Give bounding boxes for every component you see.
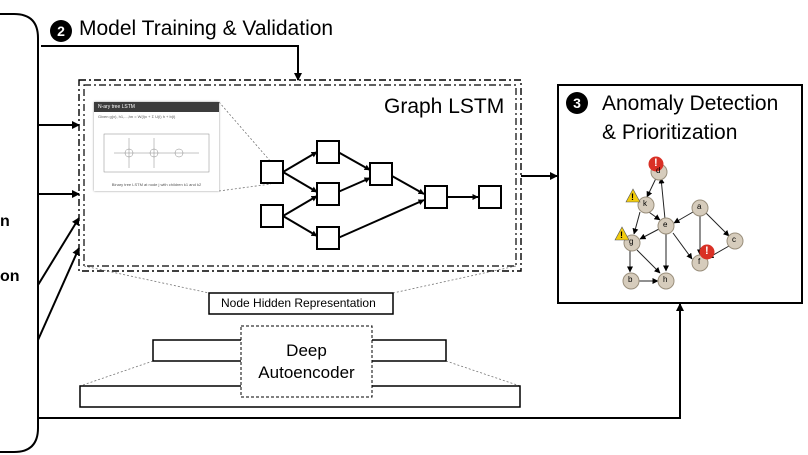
step2-title: Model Training & Validation xyxy=(79,17,334,40)
thumbnail-cell-diagram xyxy=(103,133,210,173)
warning-icon xyxy=(614,226,630,241)
zoom-line-top xyxy=(218,101,272,163)
warning-mark: ! xyxy=(620,230,623,240)
zoom-line-bottom xyxy=(218,183,272,192)
node-label-b: b xyxy=(628,275,633,284)
critical-alert-mark: ! xyxy=(705,245,709,257)
warning-mark: ! xyxy=(631,192,634,202)
critical-alert-icon xyxy=(648,156,664,172)
step3-title-line1: Anomaly Detection xyxy=(602,92,779,115)
graph-node-e xyxy=(657,217,675,235)
graph-lstm-box-outer xyxy=(78,79,522,272)
step3-title-line2: & Prioritization xyxy=(602,121,738,144)
graph-lstm-box-inner xyxy=(83,84,517,267)
graph-node-c xyxy=(726,232,744,250)
node-label-e: e xyxy=(663,220,668,229)
lstm-cell xyxy=(316,140,340,164)
lstm-cell xyxy=(316,226,340,250)
thumbnail-equation: Given g(x), h1,...,hn = W(i)x + Σ U(i) h… xyxy=(98,114,176,119)
autoencoder-box xyxy=(240,325,373,398)
lstm-edge xyxy=(337,151,371,171)
input-panel-box xyxy=(0,13,39,453)
lstm-cell xyxy=(369,162,393,186)
projection-line xyxy=(392,265,517,294)
lstm-edge xyxy=(337,199,425,239)
graph-edge xyxy=(636,249,661,274)
autoencoder-to-anomaly-arrow xyxy=(38,303,684,419)
graph-edge xyxy=(639,228,660,240)
lstm-cell xyxy=(316,182,340,206)
training-arrow xyxy=(41,45,302,81)
graph-node-b xyxy=(622,272,640,290)
graph-node-f xyxy=(691,254,709,272)
step3-badge: 3 xyxy=(566,92,588,114)
graph-node-a xyxy=(691,199,709,217)
lstm-edge xyxy=(282,171,318,193)
node-label-f: f xyxy=(698,257,701,266)
cut-off-label-1: n xyxy=(0,213,10,230)
cut-off-label-2: on xyxy=(0,268,20,285)
node-label-a: a xyxy=(697,202,702,211)
critical-alert-icon xyxy=(699,244,715,260)
lstm-cell xyxy=(260,204,284,228)
node-label-d: d xyxy=(656,166,661,175)
hidden-representation-bar xyxy=(208,292,394,315)
autoencoder-label-line2: Autoencoder xyxy=(258,363,355,382)
critical-alert-mark: ! xyxy=(654,157,658,169)
graph-node-k xyxy=(637,196,655,214)
autoencoder-label-line1: Deep xyxy=(286,341,327,360)
thumbnail-caption: Binary tree LSTM at node j with children… xyxy=(111,182,202,187)
input-arrow-4 xyxy=(37,247,80,341)
lstm-network xyxy=(260,140,502,250)
graph-lstm-title: Graph LSTM xyxy=(384,95,505,118)
node-label-g: g xyxy=(629,237,634,246)
lstm-cell xyxy=(424,185,448,209)
projection-line xyxy=(83,265,210,294)
warning-icon xyxy=(625,188,641,203)
graph-edge xyxy=(673,211,694,224)
node-label-k: k xyxy=(643,199,647,208)
graph-edge xyxy=(705,212,730,237)
step2-badge: 2 xyxy=(50,20,72,42)
lstm-edge xyxy=(282,215,318,237)
node-label-c: c xyxy=(732,235,736,244)
node-hidden-representation-label: Node Hidden Representation xyxy=(221,296,376,310)
anomaly-detection-box xyxy=(557,84,803,304)
node-label-h: h xyxy=(663,275,668,284)
lstm-edge xyxy=(282,195,318,217)
projection-line xyxy=(445,360,521,387)
lstm-edge xyxy=(337,177,371,193)
graph-node-h xyxy=(657,272,675,290)
lstm-cell xyxy=(260,160,284,184)
graph-edge xyxy=(672,232,693,260)
input-arrow-3 xyxy=(37,217,80,286)
lstm-formula-thumbnail: N-ary tree LSTM Given g(x), h1,...,hn = … xyxy=(94,102,219,191)
graph-edge xyxy=(632,211,641,235)
lstm-cell xyxy=(478,185,502,209)
lstm-edge xyxy=(282,151,318,173)
thumbnail-header: N-ary tree LSTM xyxy=(94,102,219,112)
graph-edge xyxy=(658,177,666,220)
projection-line xyxy=(79,360,154,387)
lstm-edge xyxy=(391,175,425,195)
